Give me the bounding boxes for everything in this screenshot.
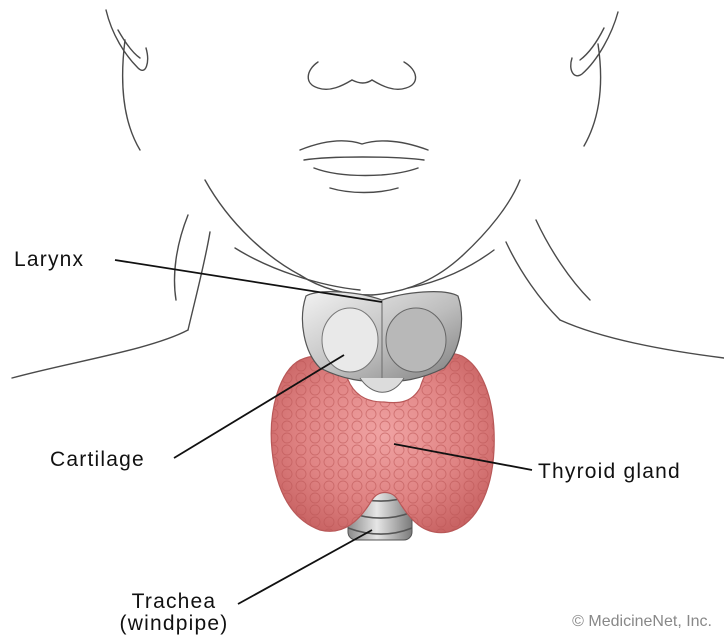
leader-larynx bbox=[115, 260, 382, 302]
label-trachea: Trachea bbox=[132, 590, 217, 613]
copyright-notice: © MedicineNet, Inc. bbox=[572, 613, 712, 630]
label-windpipe: (windpipe) bbox=[120, 612, 229, 635]
label-thyroid-gland: Thyroid gland bbox=[538, 460, 681, 483]
label-cartilage: Cartilage bbox=[50, 448, 145, 471]
label-larynx: Larynx bbox=[14, 248, 84, 271]
leader-trachea bbox=[238, 530, 372, 604]
